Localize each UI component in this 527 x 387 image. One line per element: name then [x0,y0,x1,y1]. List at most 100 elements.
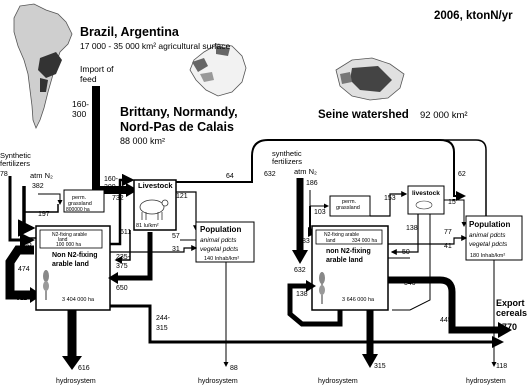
atm-n2-left-arrow [18,186,36,237]
svg-text:138: 138 [296,291,308,298]
synth-fert-right-line1: synthetic [272,149,302,158]
hydrosystem-label-1: hydrosystem [56,378,96,385]
hydrosystem-label-2: hydrosystem [198,378,238,385]
svg-text:N2-fixing arable: N2-fixing arable [324,232,359,238]
svg-text:31: 31 [172,246,180,253]
hydrosystem-label-4: hydrosystem [466,378,506,385]
brittany-title-line1: Brittany, Normandy, [120,105,238,119]
svg-text:livestock: livestock [412,190,440,197]
synth-fert-left-line2: fertilizers [0,159,30,168]
svg-text:616: 616 [78,365,90,372]
svg-text:animal pdcts: animal pdcts [469,232,506,239]
france-map [189,43,247,97]
svg-text:300: 300 [104,184,116,191]
svg-text:perm.: perm. [72,195,87,201]
south-america-map [13,3,73,129]
synth-fert-right-line2: fertilizers [272,157,302,166]
brazil-title: Brazil, Argentina [80,25,180,39]
population-box-left: Population animal pdcts vegetal pdcts 14… [195,221,255,263]
seine-watershed-map [335,57,405,101]
svg-text:235-: 235- [116,254,131,261]
svg-text:3 646 000 ha: 3 646 000 ha [342,297,375,303]
seine-title: Seine watershed [318,109,409,121]
atm-n2-right-label: atm N₂ [294,167,317,176]
svg-text:arable land: arable land [326,257,363,264]
recycle-loop-left [5,245,34,300]
long-export-line [110,304,494,344]
arable-land-box-left: N2-fixing arable land 100 000 ha Non N2-… [35,225,111,311]
svg-text:118: 118 [496,363,507,370]
svg-text:334 000 ha: 334 000 ha [352,238,377,244]
atm-n2-left-label: atm N₂ [30,171,53,180]
export-label-line1: Export [496,298,525,308]
svg-text:632: 632 [294,267,306,274]
svg-text:474: 474 [18,266,30,273]
svg-text:Livestock: Livestock [138,181,173,190]
svg-text:81 lu/km²: 81 lu/km² [136,223,159,229]
svg-text:103: 103 [314,209,326,216]
perm-grassland-box-right: perm. grassland [329,195,371,217]
export-label-line2: cereals [496,308,527,318]
svg-text:315: 315 [156,325,168,332]
perm-grassland-box-left: perm. grassland 800000 ha [63,189,105,213]
seine-area: 92 000 km² [420,110,468,121]
arable-export-right [388,276,456,330]
synth-fert-right-value: 632 [264,171,276,178]
svg-text:197: 197 [38,211,50,218]
livestock-box-left: Livestock 81 lu/km² [133,179,177,231]
svg-text:Population: Population [469,220,510,229]
svg-text:3 404 000 ha: 3 404 000 ha [62,297,95,303]
import-feed-value-line2: 300 [72,109,86,119]
svg-text:50: 50 [402,249,410,256]
cow-icon [415,200,433,210]
svg-text:vegetal pdcts: vegetal pdcts [200,246,239,253]
svg-text:57: 57 [172,233,180,240]
synth-fert-left-line1: Synthetic [0,151,31,160]
svg-text:445: 445 [440,317,452,324]
year-units-label: 2006, ktonN/yr [434,10,513,22]
svg-text:land: land [58,237,68,243]
population-box-right: Population animal pdcts vegetal pdcts 18… [465,215,523,261]
svg-text:arable land: arable land [52,261,89,268]
recycle-loop-right [287,283,343,327]
arable-to-livestock-arrow [110,173,135,246]
svg-text:138: 138 [406,225,418,232]
svg-text:650: 650 [116,285,128,292]
svg-text:non N2-fixing: non N2-fixing [326,248,371,255]
svg-text:100 000 ha: 100 000 ha [56,242,81,248]
cow-icon [139,199,169,220]
svg-text:315: 315 [374,363,386,370]
svg-text:611: 611 [120,229,131,236]
hydrosystem-label-3: hydrosystem [318,378,358,385]
svg-text:vegetal pdcts: vegetal pdcts [469,241,508,248]
svg-text:180 Inhab/km²: 180 Inhab/km² [470,253,505,259]
svg-text:land: land [326,238,336,244]
wheat-icon [43,270,49,300]
export-cereals-arrow [448,300,500,334]
svg-text:121: 121 [176,193,188,200]
svg-text:140 Inhab/km²: 140 Inhab/km² [204,256,239,262]
svg-text:grassland: grassland [336,205,360,211]
svg-text:83: 83 [302,238,310,245]
svg-text:375: 375 [116,263,128,270]
svg-text:160-: 160- [104,176,119,183]
svg-text:animal pdcts: animal pdcts [200,237,237,244]
wheat-icon [319,272,325,304]
atm-n2-right-value: 186 [306,180,318,187]
svg-text:perm.: perm. [342,199,357,205]
svg-text:611: 611 [16,295,27,302]
import-feed-value-line1: 160- [72,99,89,109]
synth-fert-left-value: 78 [0,171,8,178]
import-feed-line2: feed [80,74,97,84]
svg-text:Population: Population [200,225,241,234]
manure-left-arrow [116,232,153,281]
svg-text:800000 ha: 800000 ha [66,207,90,213]
svg-text:185: 185 [20,241,32,248]
svg-text:88: 88 [230,365,238,372]
svg-text:244-: 244- [156,315,171,322]
svg-text:153: 153 [384,195,396,202]
arable-land-box-right: N2-fixing arable land 334 000 ha non N2-… [311,225,389,311]
brazil-subtitle: 17 000 - 35 000 km² agricultural surface [80,41,231,51]
svg-text:540: 540 [404,280,416,287]
